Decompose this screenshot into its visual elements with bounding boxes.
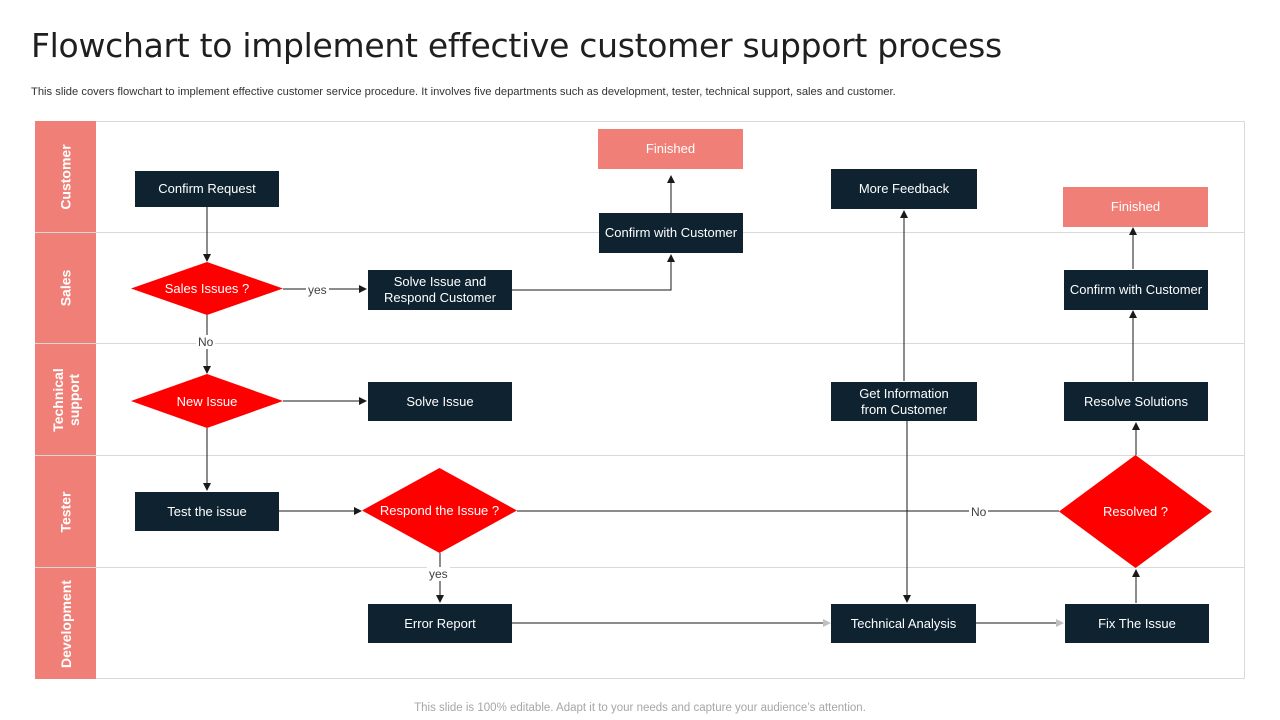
slide-subtitle: This slide covers flowchart to implement…	[31, 86, 896, 98]
respond-issue-decision: Respond the Issue ?	[362, 468, 517, 553]
confirm-with-customer-node-2: Confirm with Customer	[1064, 270, 1208, 310]
fix-issue-node: Fix The Issue	[1065, 604, 1209, 643]
resolved-label: Resolved ?	[1102, 504, 1169, 519]
solve-issue-node: Solve Issue	[368, 382, 512, 421]
slide-title: Flowchart to implement effective custome…	[31, 26, 1002, 65]
finished-node-1: Finished	[598, 129, 743, 169]
edge-label-yes: yes	[306, 283, 329, 297]
lane-divider	[35, 343, 1245, 344]
lane-divider	[35, 455, 1245, 456]
technical-analysis-node: Technical Analysis	[831, 604, 976, 643]
test-issue-node: Test the issue	[135, 492, 279, 531]
edge-label-no: No	[196, 335, 216, 349]
sales-issues-decision: Sales Issues ?	[131, 262, 283, 315]
lane-divider	[35, 567, 1245, 568]
new-issue-decision: New Issue	[131, 374, 283, 428]
slide-footer: This slide is 100% editable. Adapt it to…	[414, 702, 866, 714]
resolved-decision: Resolved ?	[1059, 455, 1212, 568]
confirm-request-node: Confirm Request	[135, 171, 279, 207]
error-report-node: Error Report	[368, 604, 512, 643]
respond-issue-label: Respond the Issue ?	[379, 503, 500, 518]
edge-label-no: No	[969, 505, 989, 519]
lane-sales: Sales	[35, 233, 96, 343]
get-information-node: Get Information from Customer	[831, 382, 977, 421]
resolve-solutions-node: Resolve Solutions	[1064, 382, 1208, 421]
edge-label-yes: yes	[427, 567, 450, 581]
confirm-with-customer-node-1: Confirm with Customer	[599, 213, 743, 253]
lane-customer: Customer	[35, 121, 96, 232]
new-issue-label: New Issue	[176, 393, 238, 409]
finished-node-2: Finished	[1063, 187, 1208, 227]
lane-development: Development	[35, 568, 96, 679]
more-feedback-node: More Feedback	[831, 169, 977, 209]
lane-technical-support: Technical support	[35, 344, 96, 455]
edge-solve-respond-to-confirm	[512, 254, 675, 291]
solve-issue-respond-node: Solve Issue and Respond Customer	[368, 270, 512, 310]
lane-tester: Tester	[35, 456, 96, 567]
sales-issues-label: Sales Issues ?	[164, 281, 250, 296]
